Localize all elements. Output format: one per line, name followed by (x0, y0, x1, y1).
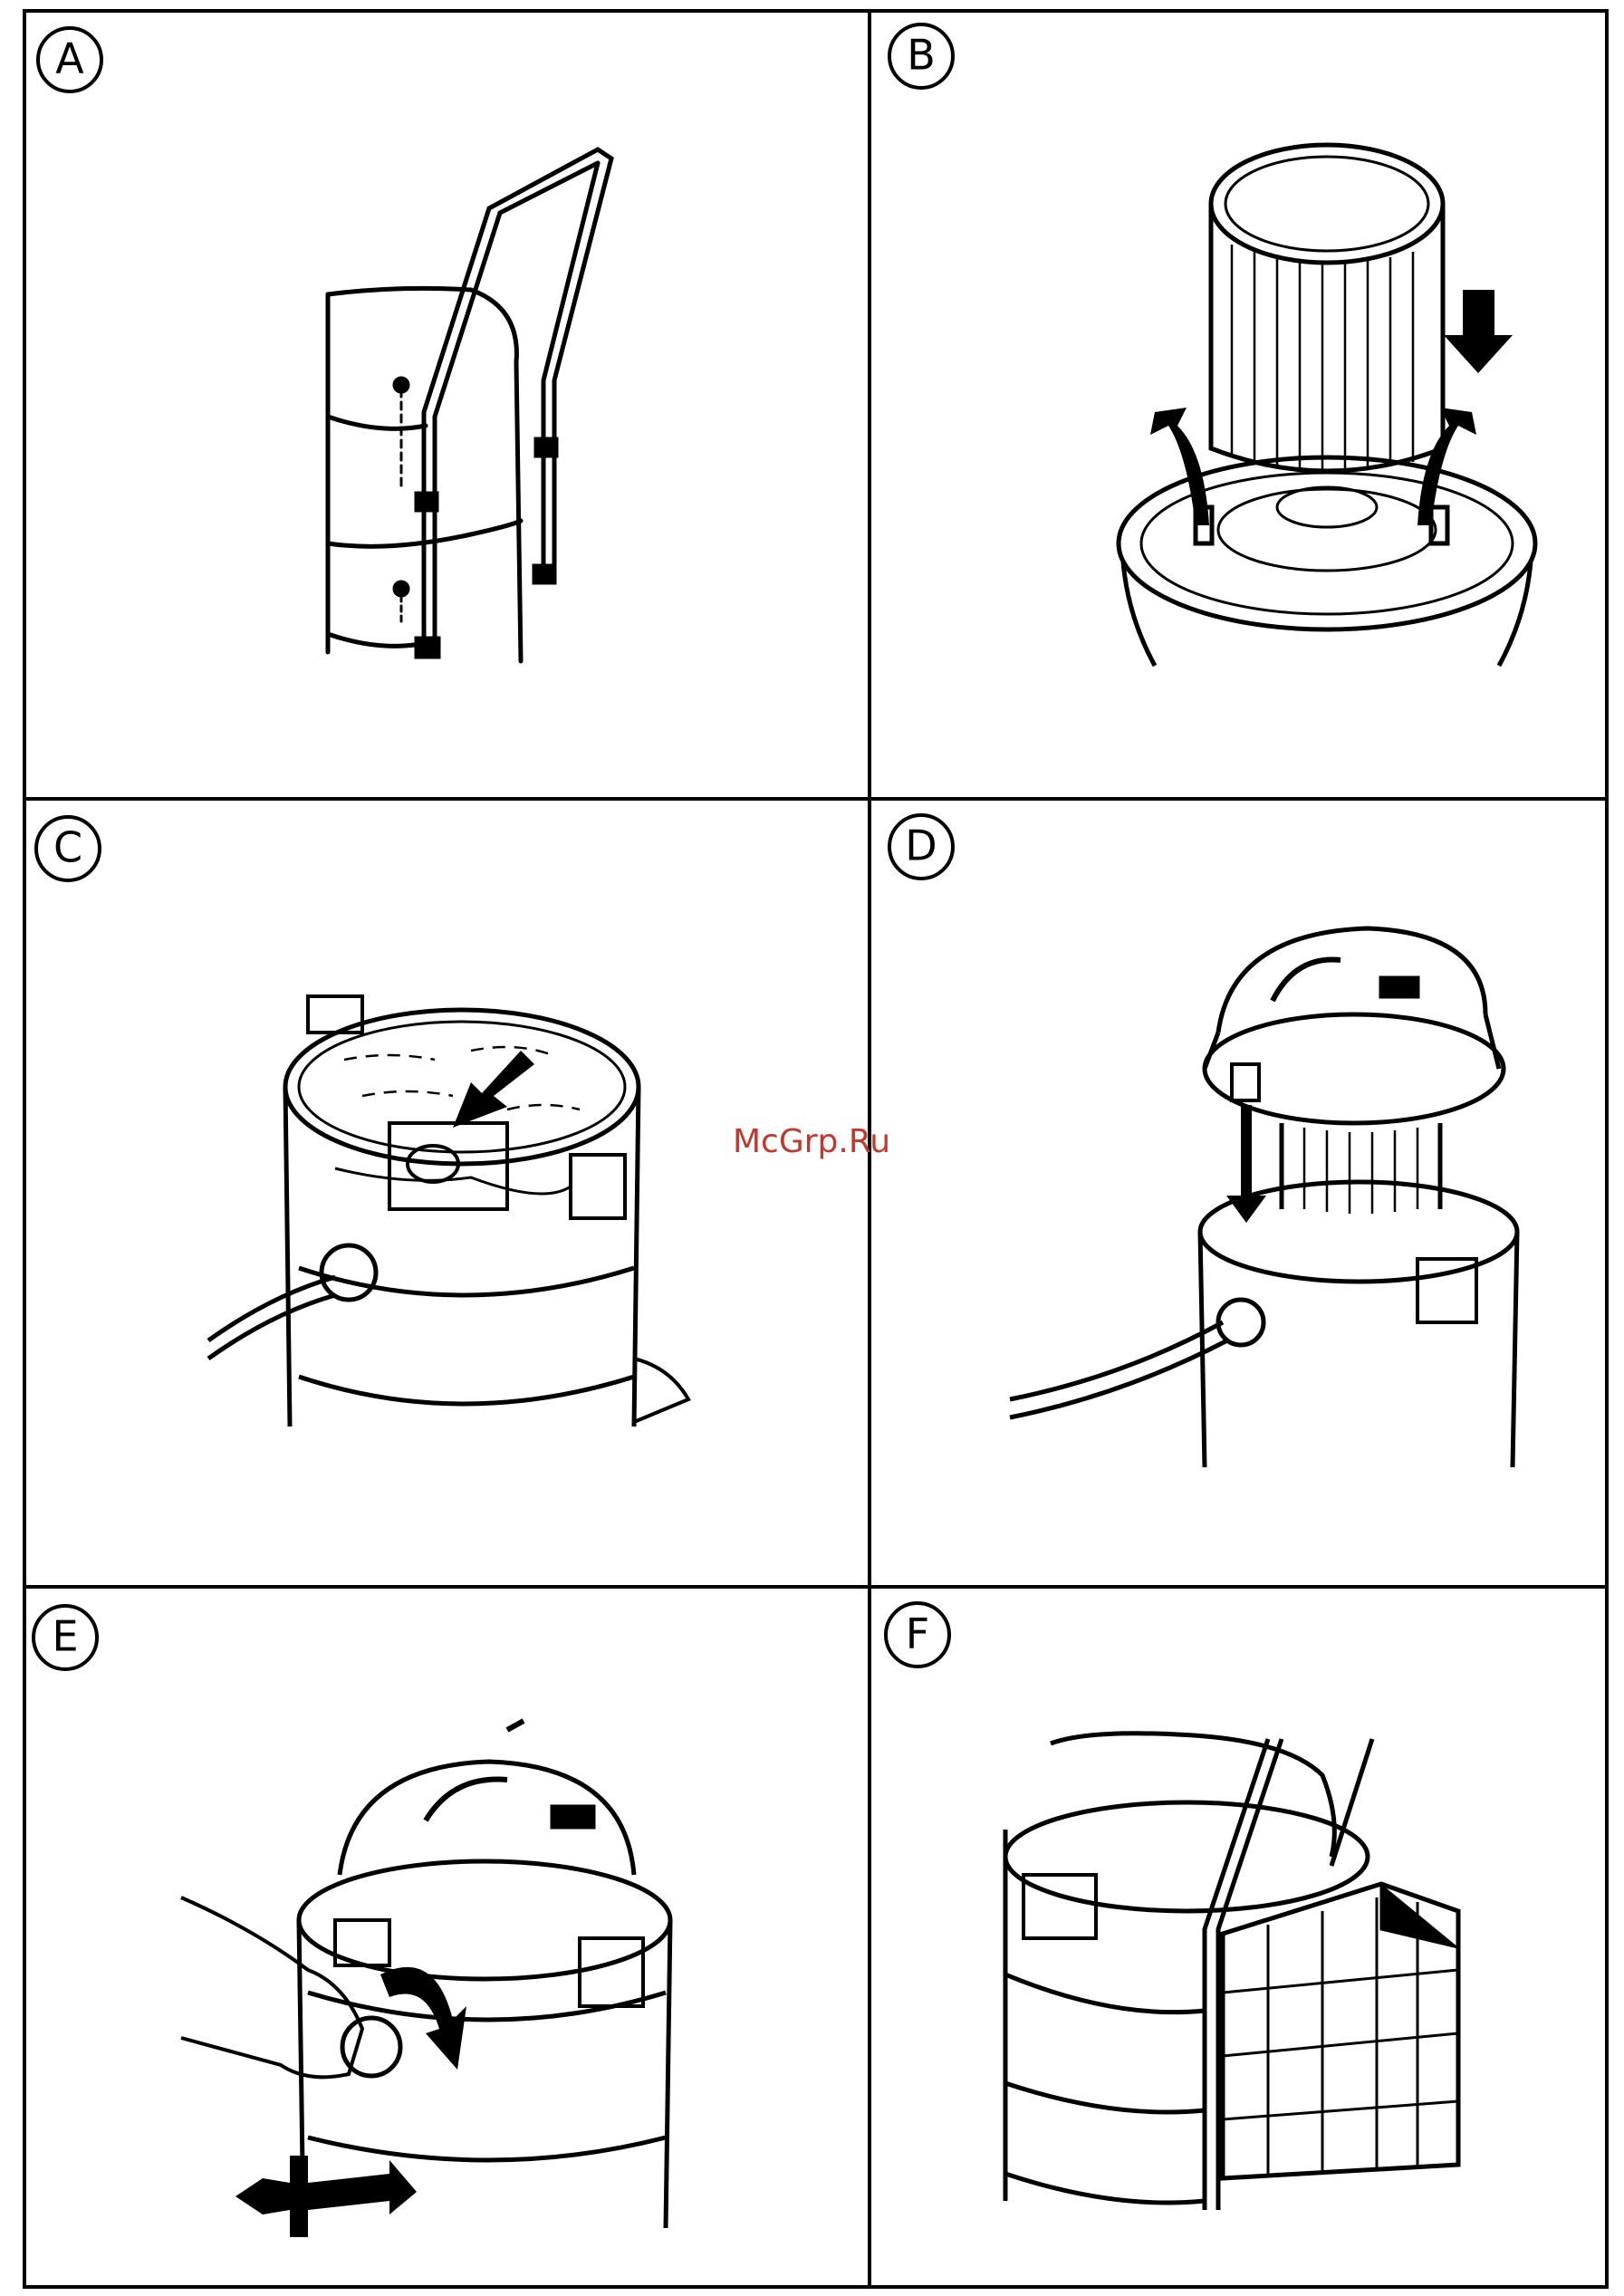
handle-mount-drawing (328, 149, 611, 661)
panel-d: D (889, 815, 1517, 1467)
cartridge-filter-drawing (1119, 145, 1535, 666)
paper-bag-drawing (208, 996, 688, 1427)
panel-f-label: F (906, 1609, 929, 1658)
panel-a-label: A (55, 34, 84, 83)
insert-arrow-icon (453, 1051, 534, 1128)
panel-e-label: E (52, 1612, 78, 1661)
panel-b: B (889, 24, 1535, 666)
panel-d-label: D (905, 821, 937, 870)
panel-a: A (38, 28, 611, 661)
panel-c: C (36, 817, 688, 1427)
panel-c-label: C (53, 823, 82, 872)
watermark-text: McGrp.Ru (733, 1123, 890, 1160)
panel-e: E (34, 1606, 670, 2237)
panel-f: F (886, 1603, 1458, 2210)
panel-b-label: B (907, 31, 936, 80)
down-arrow-icon (1444, 290, 1513, 373)
lid-down-arrow-icon (1226, 1105, 1266, 1223)
curved-arrow-left-icon (1150, 408, 1209, 525)
accessory-basket-drawing (1005, 1734, 1458, 2210)
cross-arrow-icon (235, 2156, 417, 2237)
